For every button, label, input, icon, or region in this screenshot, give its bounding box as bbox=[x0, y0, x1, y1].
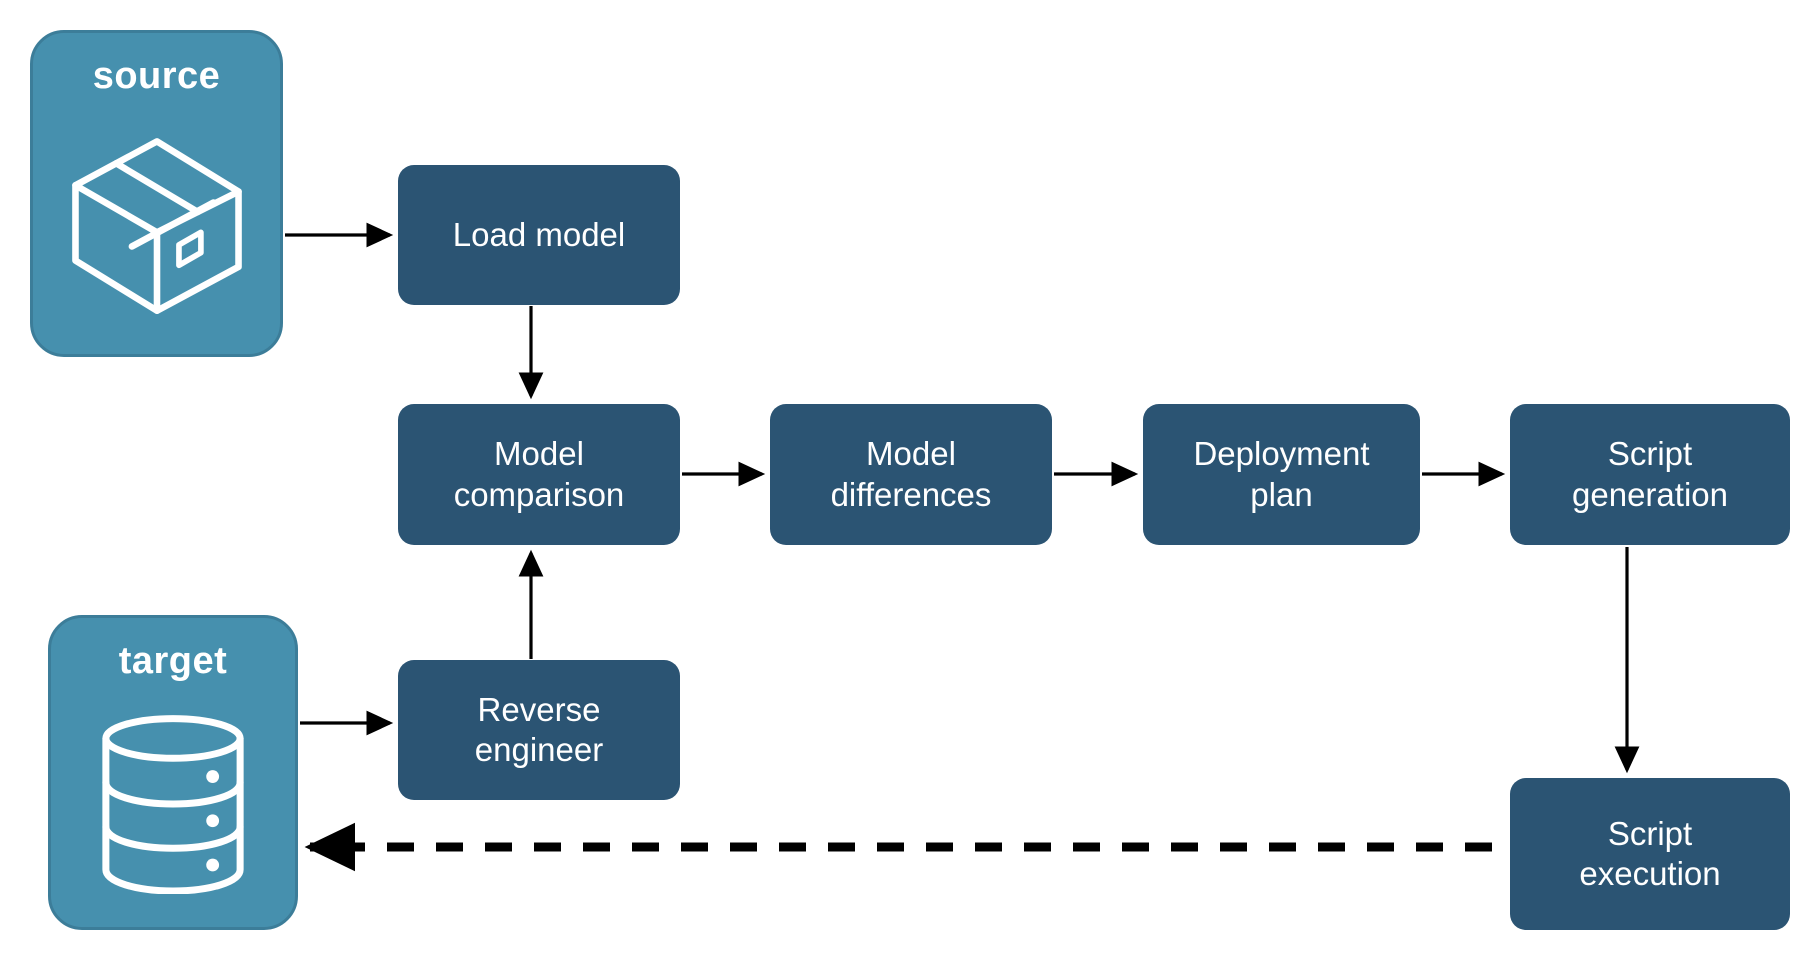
endpoint-source-label: source bbox=[92, 55, 221, 97]
process-script-generation-label: Script generation bbox=[1572, 435, 1728, 513]
endpoint-target[interactable]: target bbox=[48, 615, 298, 930]
process-model-differences-label: Model differences bbox=[830, 435, 992, 513]
process-model-differences[interactable]: Model differences bbox=[770, 404, 1052, 545]
process-script-execution[interactable]: Script execution bbox=[1510, 778, 1790, 930]
endpoint-target-label: target bbox=[118, 640, 228, 682]
process-reverse-engineer[interactable]: Reverse engineer bbox=[398, 660, 680, 800]
process-load-model-label: Load model bbox=[452, 215, 626, 253]
process-script-generation[interactable]: Script generation bbox=[1510, 404, 1790, 545]
process-script-execution-label: Script execution bbox=[1579, 814, 1721, 892]
database-cylinder-icon bbox=[51, 680, 295, 927]
process-deployment-plan-label: Deployment plan bbox=[1193, 435, 1370, 513]
process-deployment-plan[interactable]: Deployment plan bbox=[1143, 404, 1420, 545]
package-box-icon bbox=[33, 95, 280, 354]
process-model-comparison-label: Model comparison bbox=[453, 435, 625, 513]
process-model-comparison[interactable]: Model comparison bbox=[398, 404, 680, 545]
process-reverse-engineer-label: Reverse engineer bbox=[474, 690, 604, 768]
endpoint-source[interactable]: source bbox=[30, 30, 283, 357]
process-load-model[interactable]: Load model bbox=[398, 165, 680, 305]
